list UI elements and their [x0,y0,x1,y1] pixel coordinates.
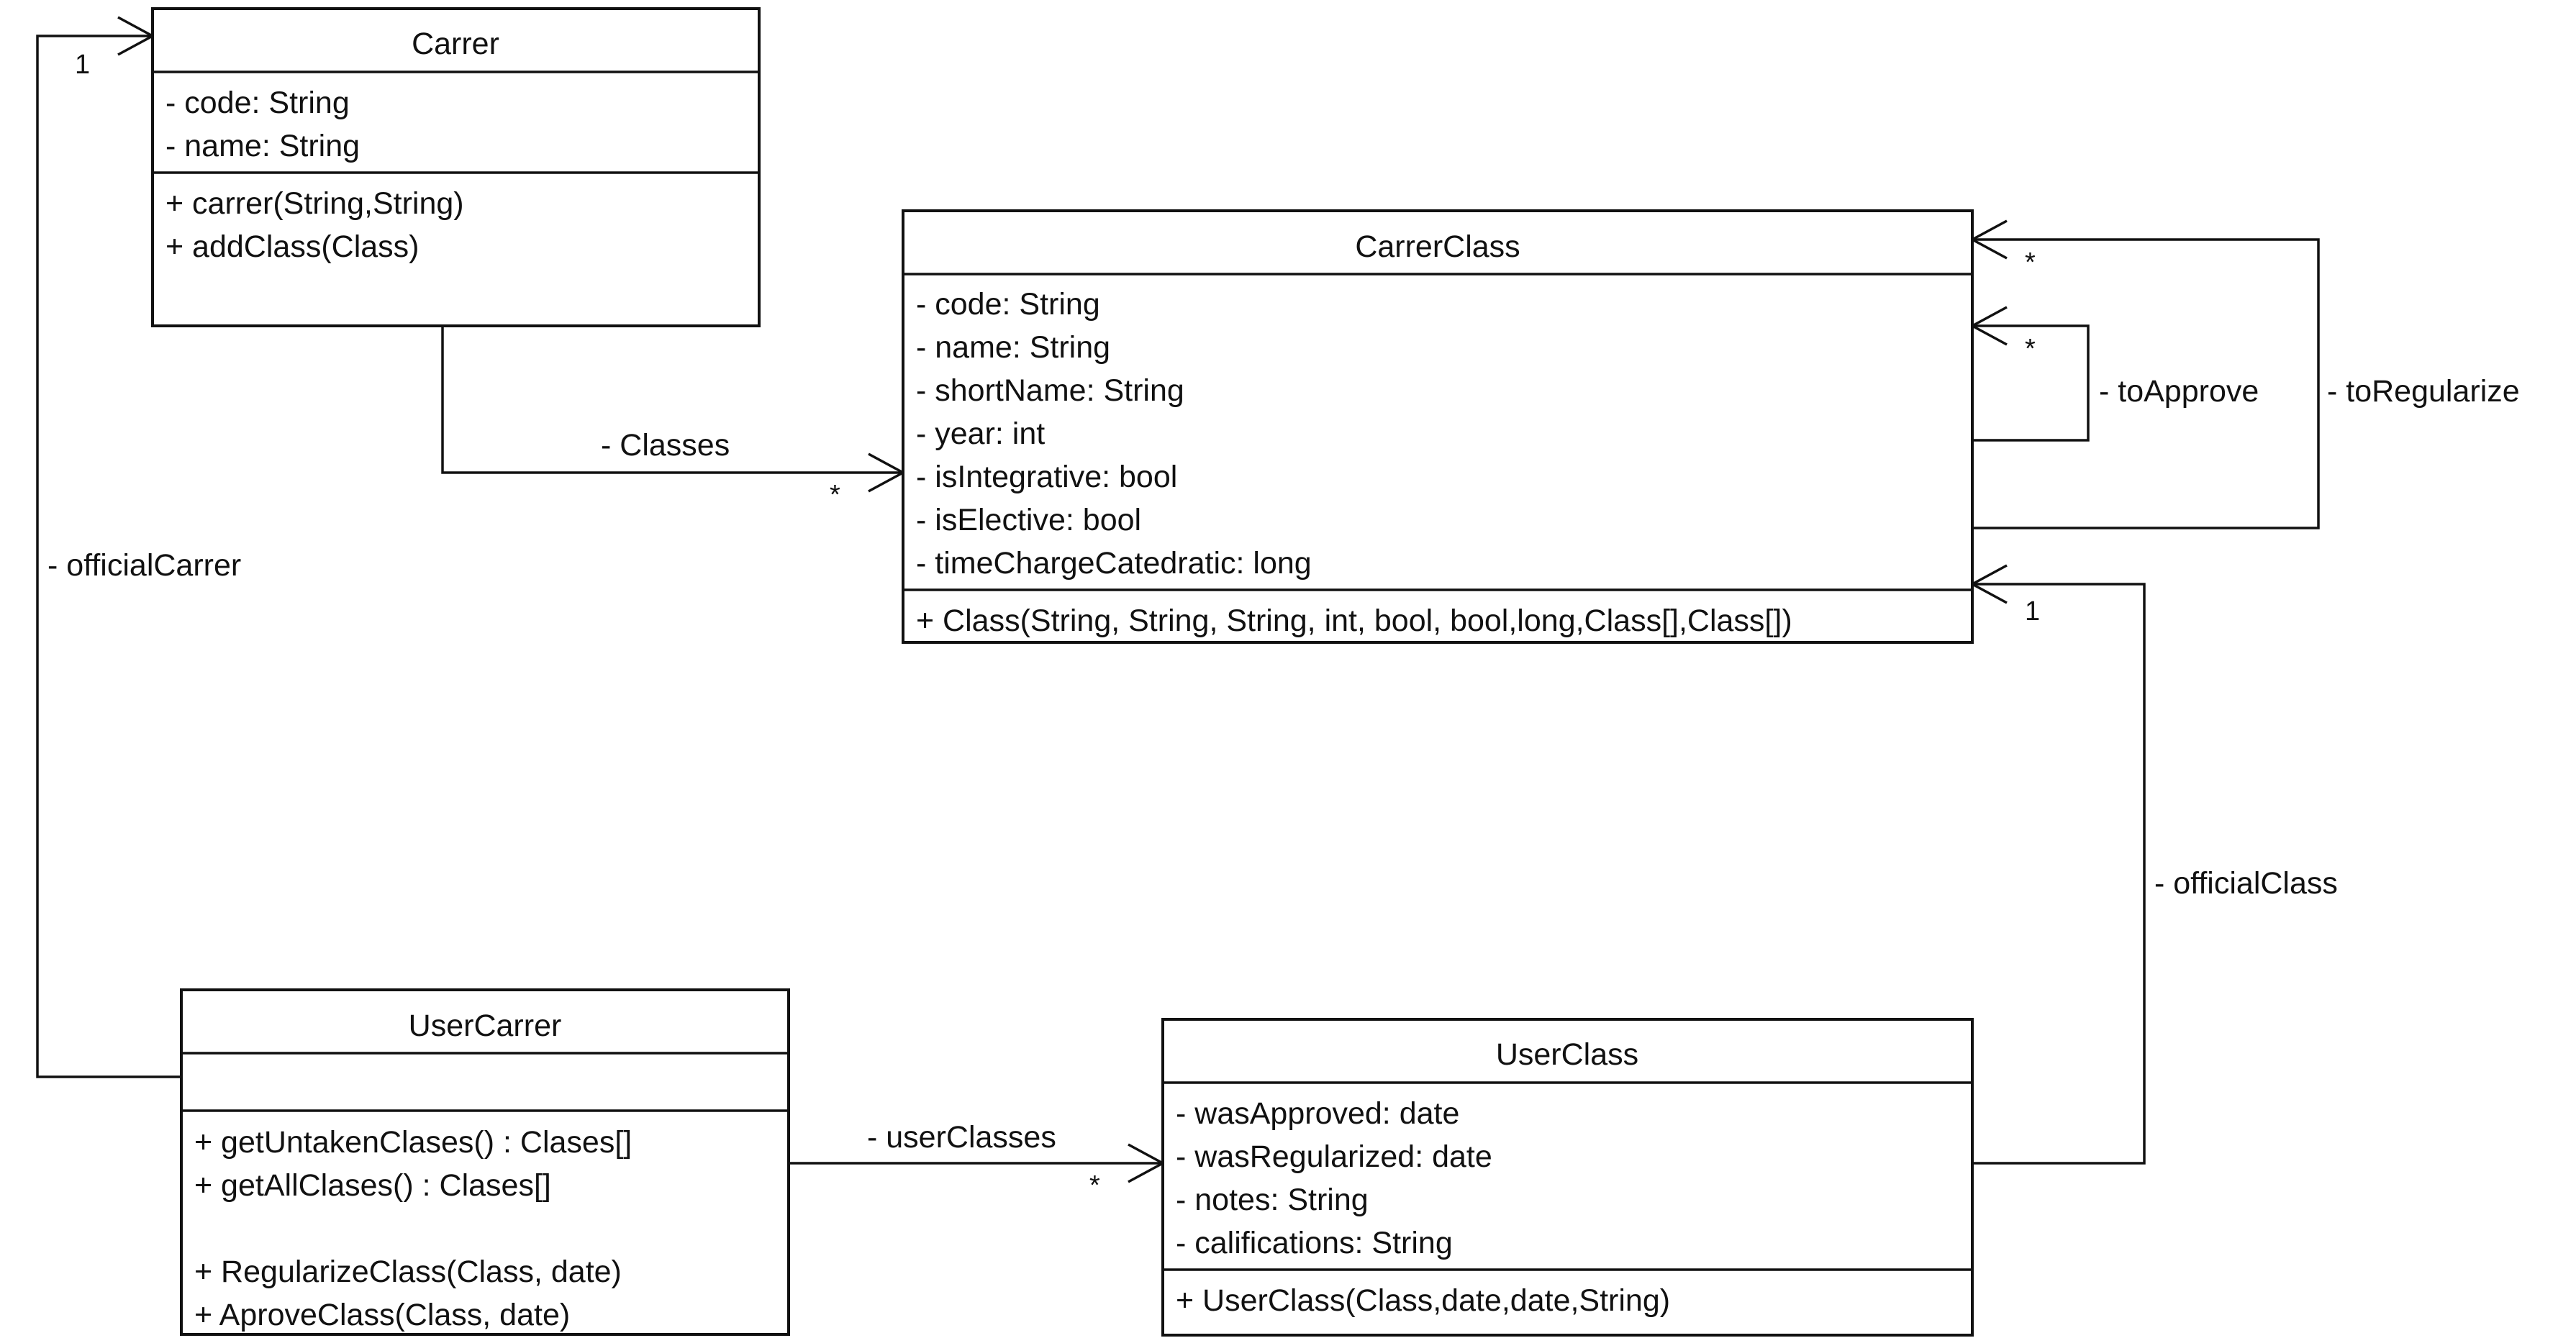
to-regularize-label: - toRegularize [2327,374,2520,409]
class-carrer-attribute: - name: String [165,129,360,163]
to-regularize-edge [1972,238,2320,529]
class-carrer-class-attribute: - timeChargeCatedratic: long [916,546,1312,581]
class-carrer: Carrer - code: String - name: String + c… [151,7,761,327]
class-user-class-attribute: - notes: String [1176,1183,1369,1217]
class-user-carrer: UserCarrer + getUntakenClases() : Clases… [180,988,790,1336]
class-carrer-title: Carrer [412,27,499,61]
class-carrer-class-box [902,209,1974,644]
association-user-classes: - userClasses * [789,1120,1166,1201]
class-carrer-class: CarrerClass - code: String - name: Strin… [902,209,1974,644]
classes-multiplicity: * [830,480,840,510]
classes-edge [441,326,903,474]
class-carrer-class-title: CarrerClass [1355,229,1520,264]
class-user-carrer-method: + AproveClass(Class, date) [194,1298,570,1332]
to-approve-label: - toApprove [2099,374,2259,409]
official-carrer-edge [36,35,181,1078]
association-classes: - Classes * [441,326,906,510]
class-carrer-class-attribute: - year: int [916,417,1045,451]
official-class-edge [1972,583,2146,1165]
class-carrer-class-attribute: - code: String [916,287,1100,322]
official-class-label: - officialClass [2154,866,2338,901]
association-official-carrer: - officialCarrer 1 [36,16,241,1078]
to-approve-edge [1972,324,2090,442]
class-carrer-method: + carrer(String,String) [165,186,464,221]
class-carrer-class-attribute: - isIntegrative: bool [916,460,1177,494]
class-user-class-method: + UserClass(Class,date,date,String) [1176,1283,1670,1318]
class-user-class-title: UserClass [1496,1037,1638,1072]
classes-label: - Classes [601,428,730,463]
user-classes-multiplicity: * [1089,1170,1100,1201]
class-carrer-class-attribute: - shortName: String [916,373,1184,408]
official-class-multiplicity: 1 [2025,596,2040,627]
association-to-regularize: - toRegularize * [1969,219,2520,529]
class-carrer-class-attribute: - isElective: bool [916,503,1141,537]
class-user-class: UserClass - wasApproved: date - wasRegul… [1161,1018,1974,1337]
class-user-class-attribute: - califications: String [1176,1226,1453,1260]
class-carrer-method: + addClass(Class) [165,229,419,264]
to-approve-multiplicity: * [2025,334,2036,364]
class-user-carrer-method: + getUntakenClases() : Clases[] [194,1125,632,1160]
class-user-carrer-title: UserCarrer [409,1009,562,1043]
class-user-class-attribute: - wasApproved: date [1176,1096,1459,1131]
association-official-class: - officialClass 1 [1969,564,2338,1165]
user-classes-label: - userClasses [867,1120,1056,1155]
association-to-approve: - toApprove * [1969,306,2259,442]
to-regularize-multiplicity: * [2025,247,2036,278]
class-user-class-attribute: - wasRegularized: date [1176,1139,1492,1174]
class-carrer-class-method: + Class(String, String, String, int, boo… [916,604,1792,638]
official-carrer-multiplicity: 1 [75,50,90,80]
class-user-carrer-method: + RegularizeClass(Class, date) [194,1255,622,1289]
class-user-carrer-box [180,988,790,1336]
class-carrer-class-attribute: - name: String [916,330,1110,365]
class-user-carrer-method: + getAllClases() : Clases[] [194,1168,551,1203]
class-user-class-box [1161,1018,1974,1337]
class-carrer-attribute: - code: String [165,86,350,120]
official-carrer-label: - officialCarrer [47,548,241,583]
class-carrer-box [151,7,761,327]
